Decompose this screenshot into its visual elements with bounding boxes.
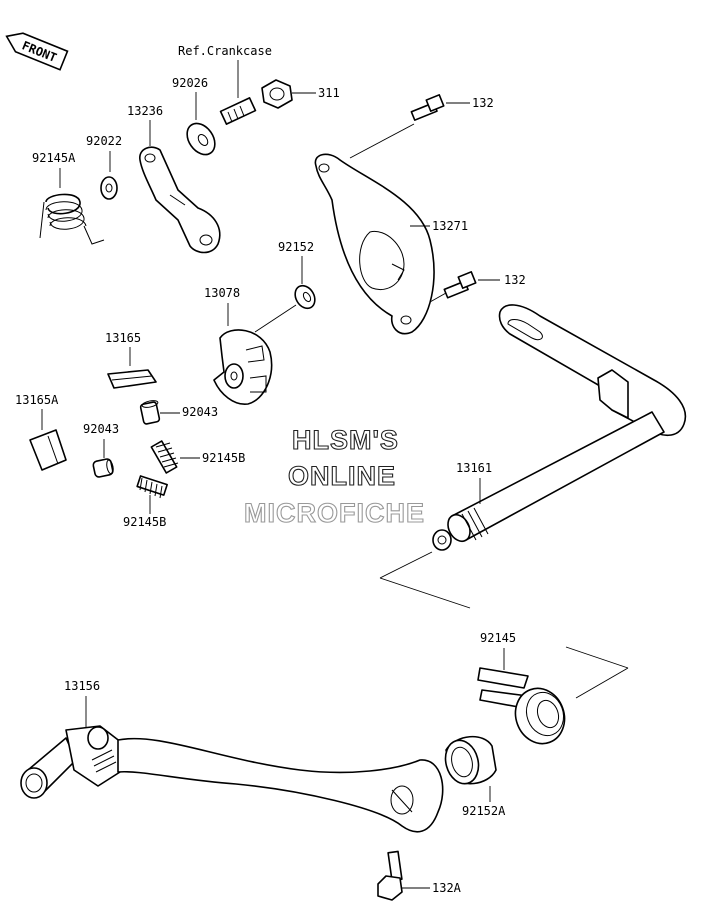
label-132-upper: 132 <box>472 96 494 110</box>
shift-shaft-13161 <box>432 304 687 551</box>
label-92152: 92152 <box>278 240 314 254</box>
label-92145: 92145 <box>480 631 516 645</box>
label-92145b-lower: 92145B <box>123 515 166 529</box>
nut-311 <box>261 79 293 109</box>
label-92152a: 92152A <box>462 804 506 818</box>
washer-92022 <box>100 176 118 200</box>
pawl-13165a <box>29 429 67 471</box>
guide-plate-13271 <box>314 153 435 335</box>
torsion-spring-92145a <box>39 193 105 245</box>
label-132a: 132A <box>432 881 462 895</box>
pin-92043-lower <box>92 458 114 478</box>
stud-bolt-92026 <box>219 97 257 125</box>
shift-drum-pin-plate-13078 <box>213 329 273 405</box>
ref-crankcase-label: Ref.Crankcase <box>178 44 272 58</box>
spring-92145b-lower <box>136 475 168 499</box>
label-13165a: 13165A <box>15 393 59 407</box>
label-13161: 13161 <box>456 461 492 475</box>
label-132-lower: 132 <box>504 273 526 287</box>
bolt-132-lower <box>443 271 477 299</box>
bolt-132a <box>377 850 403 901</box>
label-13271: 13271 <box>432 219 468 233</box>
label-92022: 92022 <box>86 134 122 148</box>
watermark-line-3: MICROFICHE <box>244 498 425 528</box>
collar-92152a <box>444 735 497 785</box>
front-arrow-icon: FRONT <box>5 32 69 71</box>
label-92043-lower: 92043 <box>83 422 119 436</box>
spring-92145b-upper <box>150 440 179 474</box>
pin-92043-upper <box>139 400 161 425</box>
collar-92152 <box>294 284 316 310</box>
watermark-line-1: HLSM'S <box>292 425 399 455</box>
return-spring-92145 <box>477 667 566 745</box>
pawl-13165 <box>107 369 157 389</box>
label-92145a: 92145A <box>32 151 76 165</box>
label-13156: 13156 <box>64 679 100 693</box>
label-311: 311 <box>318 86 340 100</box>
watermark-line-2: ONLINE <box>288 461 396 491</box>
bolt-132-upper <box>410 94 445 121</box>
shift-pedal-13156 <box>20 725 444 833</box>
label-92026: 92026 <box>172 76 208 90</box>
washer-92026 <box>186 122 216 156</box>
label-92043-upper: 92043 <box>182 405 218 419</box>
label-13078: 13078 <box>204 286 240 300</box>
label-13165: 13165 <box>105 331 141 345</box>
label-13236: 13236 <box>127 104 163 118</box>
shift-lever-13236 <box>139 146 221 254</box>
label-92145b-upper: 92145B <box>202 451 245 465</box>
